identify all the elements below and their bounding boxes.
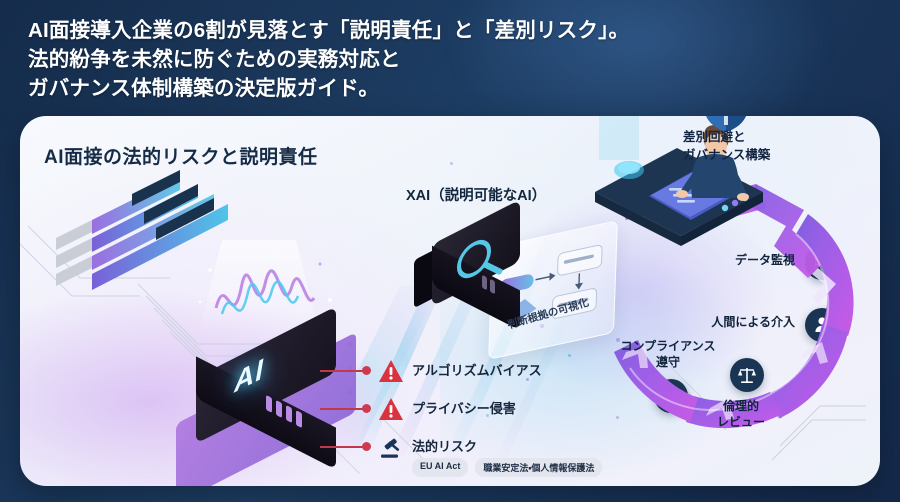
governance-label-line-2: ガバナンス構築 <box>683 148 771 163</box>
page-title: AI面接の法的リスクと説明責任 <box>44 147 318 168</box>
cycle-label-ethical-review-line-2: レビュー <box>716 415 765 430</box>
governance-label: 差別回避と ガバナンス構築 <box>683 128 770 164</box>
headline: AI面接導入企業の6割が見落とす「説明責任」と「差別リスク」。 法的紛争を未然に… <box>28 16 668 103</box>
cycle-label-data-monitoring: データ監視 <box>734 253 795 267</box>
xai-cube-illustration <box>414 199 540 331</box>
particle <box>526 378 529 381</box>
gavel-icon <box>381 438 400 458</box>
cycle-label-human-intervention: 人間による介入 <box>711 315 795 329</box>
law-badge: 職業安定法・個人情報保護法 <box>475 458 603 477</box>
magnifier-icon <box>457 239 503 279</box>
connector-dot <box>362 404 371 413</box>
particle <box>450 162 453 165</box>
particle <box>616 338 620 342</box>
law-badge-group: EU AI Act 職業安定法・個人情報保護法 <box>412 458 603 477</box>
particle <box>486 414 489 417</box>
explainability-panel <box>488 220 618 360</box>
risk-list: アルゴリズムバイアス プライバシー侵害 <box>320 356 620 477</box>
warning-triangle-icon <box>379 360 403 382</box>
cycle-label-ethical-review-line-1: 倫理的 <box>722 399 759 413</box>
risk-item: アルゴリズムバイアス <box>320 356 620 388</box>
operator-console-illustration <box>585 116 775 246</box>
headline-line-2: 法的紛争を未然に防ぐための実務対応と <box>28 48 401 72</box>
connector-line <box>320 408 364 410</box>
law-badge: EU AI Act <box>412 458 469 477</box>
connector-dot <box>362 366 371 375</box>
cycle-label-ethical-review: 倫理的 レビュー <box>706 398 776 430</box>
xai-title: XAI（説明可能なAI） <box>406 188 547 204</box>
cycle-label-compliance-line-1: コンプライアンス <box>620 339 716 353</box>
warning-triangle-icon <box>379 398 403 420</box>
particle <box>568 354 571 357</box>
risk-label: プライバシー侵害 <box>412 401 516 416</box>
cycle-label-compliance-line-2: 遵守 <box>655 355 680 370</box>
shield-icon <box>706 116 746 132</box>
connector-line <box>320 446 364 448</box>
ai-chip-illustration: AI <box>170 240 360 486</box>
risk-item: プライバシー侵害 <box>320 394 620 426</box>
cycle-node-ethical-review[interactable] <box>730 358 764 392</box>
risk-item: 法的リスク EU AI Act 職業安定法・個人情報保護法 <box>320 432 620 477</box>
governance-label-line-1: 差別回避と <box>683 130 746 144</box>
cycle-label-compliance: コンプライアンス 遵守 <box>598 338 738 370</box>
connector-line <box>320 370 364 372</box>
connector-dot <box>362 442 371 451</box>
scales-icon <box>738 368 756 383</box>
particle <box>616 416 619 419</box>
governance-shield <box>700 116 752 139</box>
data-bars-illustration <box>56 170 228 290</box>
risk-label: アルゴリズムバイアス <box>412 363 542 378</box>
headline-line-3: ガバナンス体制構築の決定版ガイド。 <box>28 77 380 101</box>
risk-label: 法的リスク <box>412 439 478 454</box>
main-card: AI面接の法的リスクと説明責任 <box>20 116 880 486</box>
headline-line-1: AI面接導入企業の6割が見落とす「説明責任」と「差別リスク」。 <box>28 19 630 42</box>
